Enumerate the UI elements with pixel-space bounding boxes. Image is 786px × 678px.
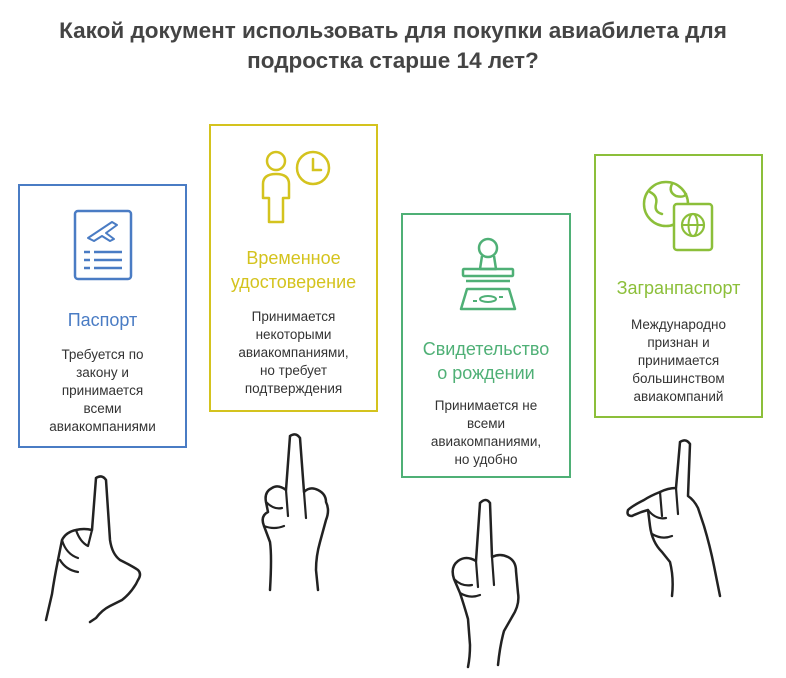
desc-line: некоторыми xyxy=(255,327,332,342)
card-description: Требуется по закону и принимается всеми … xyxy=(28,346,177,436)
title-line-2: подростка старше 14 лет? xyxy=(247,48,539,73)
desc-line: всеми xyxy=(466,416,506,431)
desc-line: Принимается не xyxy=(434,398,538,413)
desc-line: но требует xyxy=(259,363,328,378)
card-title: Временное удостоверение xyxy=(211,246,376,294)
pointing-hand-icon xyxy=(451,498,520,669)
desc-line: авиакомпаниями, xyxy=(430,434,542,449)
card-description: Принимается не всеми авиакомпаниями, но … xyxy=(411,397,561,469)
person-clock-icon xyxy=(261,150,331,224)
desc-line: признан и xyxy=(647,335,710,350)
passport-document-icon xyxy=(73,209,133,281)
desc-line: авиакомпаниями xyxy=(49,419,156,434)
card-title-line: Загранпаспорт xyxy=(616,278,741,298)
desc-line: Принимается xyxy=(251,309,336,324)
desc-line: Международно xyxy=(631,317,726,332)
card-foreign-passport: Загранпаспорт Международно признан и при… xyxy=(594,154,763,418)
desc-line: подтверждения xyxy=(244,381,343,396)
card-temporary-certificate: Временное удостоверение Принимается неко… xyxy=(209,124,378,412)
stamp-icon xyxy=(459,237,517,311)
card-title: Свидетельство о рождении xyxy=(403,337,569,385)
desc-line: всеми xyxy=(83,401,122,416)
desc-line: принимается xyxy=(637,353,720,368)
card-description: Принимается некоторыми авиакомпаниями, н… xyxy=(219,308,368,398)
card-title-line: о рождении xyxy=(437,363,535,383)
pointing-hand-icon xyxy=(261,433,330,592)
desc-line: авиакомпаний xyxy=(633,389,724,404)
card-title: Паспорт xyxy=(20,308,185,332)
card-description: Международно признан и принимается больш… xyxy=(604,316,753,406)
title-line-1: Какой документ использовать для покупки … xyxy=(59,18,727,43)
pointing-hand-icon xyxy=(626,439,722,598)
card-birth-certificate: Свидетельство о рождении Принимается не … xyxy=(401,213,571,478)
desc-line: авиакомпаниями, xyxy=(238,345,349,360)
page-title: Какой документ использовать для покупки … xyxy=(0,16,786,76)
card-title-line: Временное xyxy=(246,248,341,268)
pointing-hand-icon xyxy=(44,475,142,624)
desc-line: но удобно xyxy=(454,452,518,467)
card-title-line: удостоверение xyxy=(230,272,357,292)
desc-line: закону и xyxy=(76,365,129,380)
globe-passport-icon xyxy=(642,180,714,252)
desc-line: принимается xyxy=(61,383,144,398)
desc-line: Требуется по xyxy=(61,347,144,362)
card-passport: Паспорт Требуется по закону и принимаетс… xyxy=(18,184,187,448)
card-title-line: Свидетельство xyxy=(422,339,550,359)
card-title: Загранпаспорт xyxy=(596,276,761,300)
desc-line: большинством xyxy=(632,371,725,386)
card-title-line: Паспорт xyxy=(67,310,138,330)
